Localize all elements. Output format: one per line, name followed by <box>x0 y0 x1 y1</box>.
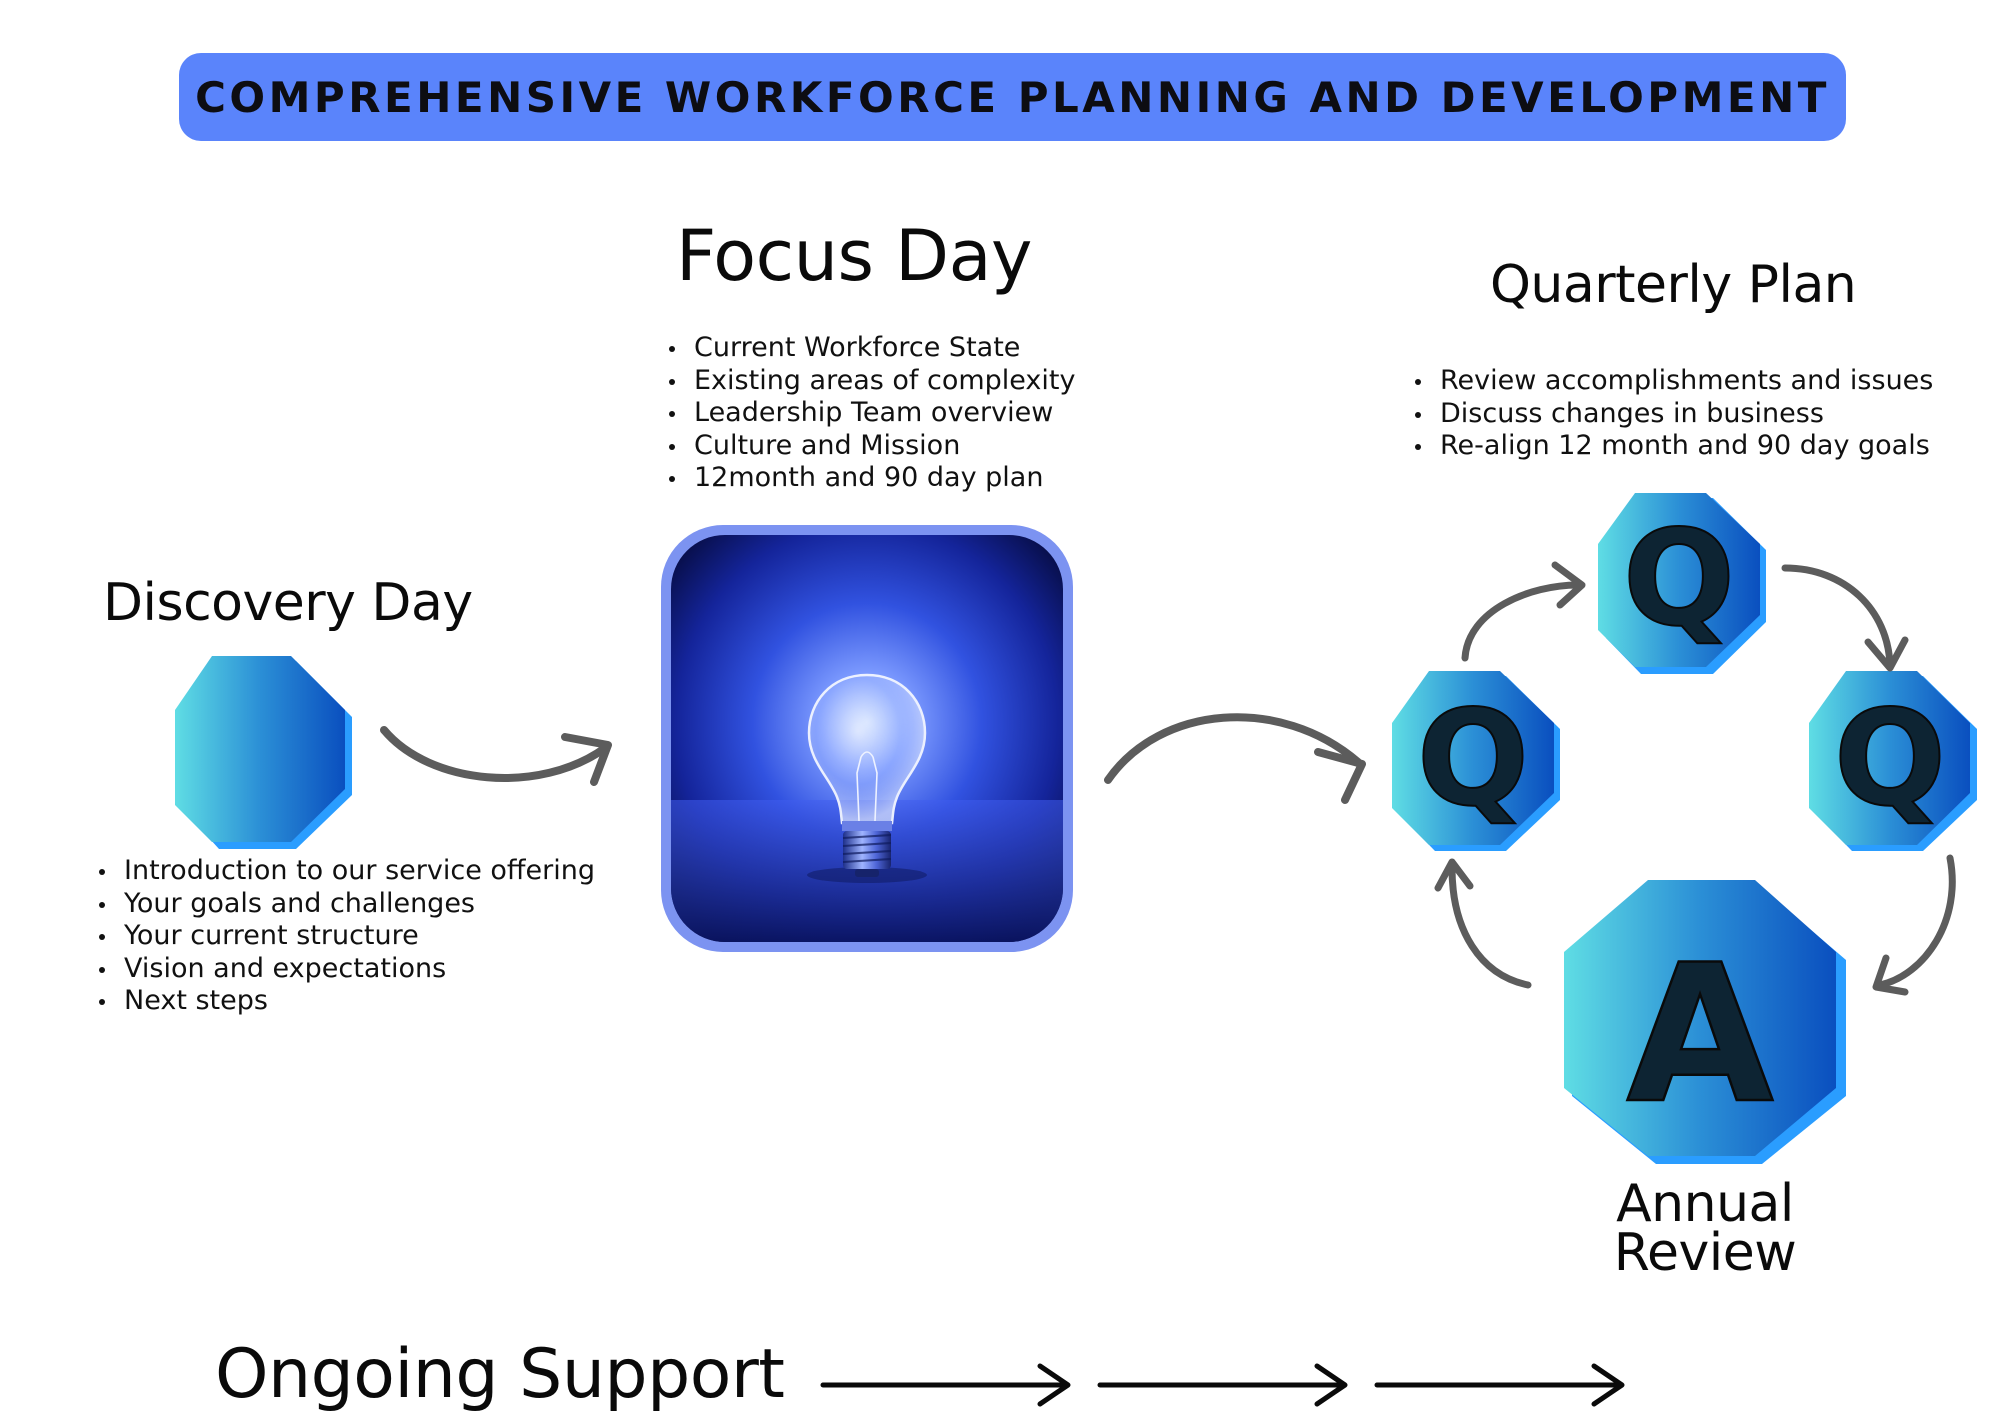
focus-day-heading: Focus Day <box>676 215 1032 297</box>
list-item: Leadership Team overview <box>668 397 1075 430</box>
page-title: COMPREHENSIVE WORKFORCE PLANNING AND DEV… <box>195 72 1830 122</box>
arrow-head <box>1872 954 1909 996</box>
arrow-focus-to-quarterly <box>1104 713 1362 784</box>
title-banner: COMPREHENSIVE WORKFORCE PLANNING AND DEV… <box>179 53 1846 141</box>
cycle-arrow-right-to-annual <box>1876 854 1956 989</box>
discovery-day-octagon <box>175 656 352 849</box>
arrow-head <box>1037 1363 1071 1407</box>
list-item: Existing areas of complexity <box>668 364 1076 396</box>
cycle-arrow-top-to-right <box>1781 564 1894 669</box>
list-item: Vision and expectations <box>99 953 595 986</box>
cycle-arrow-left-to-top <box>1461 581 1582 662</box>
arrow-head <box>1551 561 1586 609</box>
quarterly-octagon-top: Q <box>1598 493 1766 674</box>
arrow-head <box>1591 1363 1625 1407</box>
list-item: Next steps <box>99 985 595 1018</box>
discovery-day-heading: Discovery Day <box>103 573 473 633</box>
quarterly-plan-list: Review accomplishments and issues Discus… <box>1410 365 1933 463</box>
discovery-day-list: Introduction to our service offering You… <box>94 855 595 1018</box>
annual-review-heading: Annual Review <box>1613 1174 1797 1283</box>
list-item: Introduction to our service offering <box>99 855 595 886</box>
arrow-head <box>1314 1363 1348 1407</box>
list-item: Discuss changes in business <box>1414 398 1933 431</box>
list-item: Your current structure <box>99 920 595 953</box>
arrow-head <box>561 733 612 786</box>
list-item: Review accomplishments and issues <box>1414 365 1934 396</box>
cycle-arrow-annual-to-left <box>1448 864 1532 989</box>
arrow-discovery-to-focus <box>380 726 609 782</box>
annual-review-octagon: A <box>1564 880 1846 1164</box>
list-item: Your goals and challenges <box>99 888 595 921</box>
ongoing-support-arrows <box>820 1363 1625 1407</box>
lightbulb-image <box>661 525 1073 952</box>
quarter-letter-q: Q <box>1417 682 1529 836</box>
lightbulb-icon <box>671 535 1063 942</box>
quarterly-octagon-left: Q <box>1392 671 1560 851</box>
ongoing-support-label: Ongoing Support <box>215 1335 785 1414</box>
arrow-head <box>1434 858 1474 892</box>
quarter-letter-q: Q <box>1834 682 1946 836</box>
focus-day-list: Current Workforce State Existing areas o… <box>664 332 1075 495</box>
quarter-letter-q: Q <box>1623 502 1735 656</box>
list-item: Culture and Mission <box>668 430 1075 463</box>
quarterly-plan-heading: Quarterly Plan <box>1490 255 1857 315</box>
annual-letter-a: A <box>1626 924 1773 1145</box>
list-item: 12month and 90 day plan <box>668 462 1075 495</box>
arrow-head <box>1314 748 1366 804</box>
arrow-head <box>1864 636 1909 672</box>
list-item: Current Workforce State <box>668 332 1075 365</box>
quarterly-octagon-right: Q <box>1809 671 1977 851</box>
list-item: Re-align 12 month and 90 day goals <box>1414 430 1933 463</box>
